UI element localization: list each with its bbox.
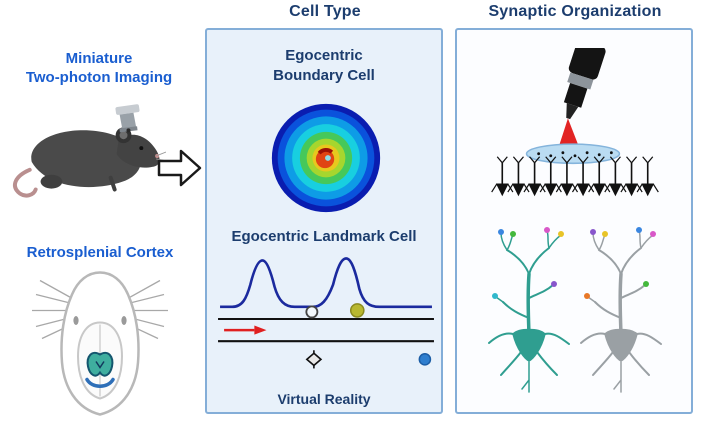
rsc-region <box>86 351 114 377</box>
virtual-reality-label: Virtual Reality <box>277 391 371 407</box>
gray-neuron-synapses <box>584 227 656 299</box>
arrow-right-icon <box>157 149 202 187</box>
teal-neuron <box>488 230 570 393</box>
miniscope-device <box>115 104 140 133</box>
imaging-plane-cells <box>537 151 613 158</box>
mouse-head <box>116 134 160 168</box>
landmark-diamond <box>305 352 323 367</box>
laser-beam <box>557 118 581 150</box>
left-eye <box>73 316 79 325</box>
synaptic-organization-panel <box>455 28 693 414</box>
pyramidal-neurons-illustration <box>488 227 662 393</box>
cell-type-panel: Egocentric Boundary Cell Egocentric Land… <box>205 28 443 414</box>
tuning-curve-plot <box>218 257 434 369</box>
objective-body <box>563 48 606 120</box>
two-photon-objective-illustration <box>491 48 659 197</box>
neuron-layer <box>491 156 659 197</box>
gray-neuron <box>580 230 662 393</box>
mouse-head-top-illustration <box>32 271 168 416</box>
teal-neuron-synapses <box>492 227 564 299</box>
mouse-body <box>31 130 141 188</box>
imaging-plane <box>525 143 621 165</box>
cerebellum-band <box>85 377 115 388</box>
mouse-tail <box>13 167 38 198</box>
synaptic-organization-header: Synaptic Organization <box>488 3 662 20</box>
cell-type-header: Cell Type <box>289 3 361 20</box>
open-cue-marker <box>305 305 319 319</box>
retrosplenial-cortex-label: Retrosplenial Cortex <box>26 244 174 261</box>
boundary-cell-label: Egocentric Boundary Cell <box>273 47 375 84</box>
mouse-eye <box>139 146 144 151</box>
miniature-two-photon-label: Miniature Two-photon Imaging <box>25 50 173 86</box>
rsc-midmark <box>95 361 105 369</box>
reward-dot <box>418 353 432 366</box>
mouse-ear-inner <box>119 131 128 140</box>
olive-cue-marker <box>349 303 365 318</box>
mouse-with-miniscope-illustration <box>13 104 166 198</box>
landmark-cell-label: Egocentric Landmark Cell <box>231 228 417 245</box>
rate-map <box>271 103 381 213</box>
mouse-hind-leg <box>40 174 63 189</box>
firing-rate-trace <box>220 257 432 309</box>
right-eye <box>121 316 127 325</box>
red-direction-arrowhead <box>254 325 267 335</box>
mouse-front-leg <box>108 175 117 192</box>
